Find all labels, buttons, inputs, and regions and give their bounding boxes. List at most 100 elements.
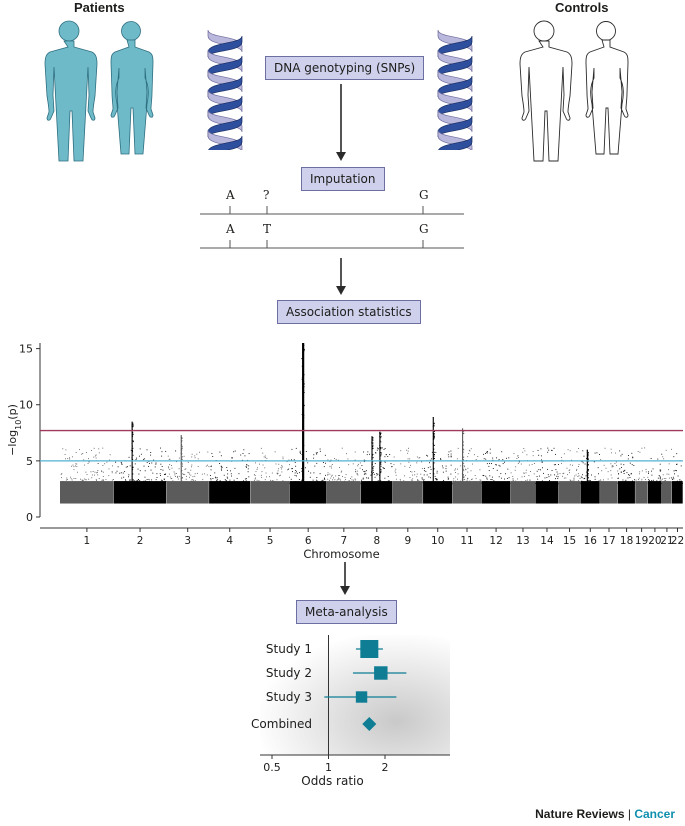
peak-marker [379,431,382,484]
chromosome-10-points [423,417,453,504]
chromosome-20-points [647,453,663,504]
chromosome-12-points [481,448,511,504]
chromosome-16-points [580,449,600,504]
chromosome-21-points [661,448,673,504]
imputation-lines [200,206,464,249]
chromosome-22-points [671,453,683,504]
x-tick-label: 3 [184,535,191,547]
seq2-allele-t: T [263,222,272,236]
chromosome-11-points [452,428,482,504]
x-tick-label: 7 [340,535,347,547]
seq1-allele-a: A [226,188,235,202]
x-tick-label: 16 [584,535,598,547]
male-figure-icon [44,20,98,162]
study-estimate-square [360,640,379,658]
arrow-down-icon [336,84,346,161]
x-tick-label: 14 [540,535,554,547]
journal-section: Cancer [634,807,675,821]
forest-x-tick-label: 0.5 [263,761,281,774]
x-tick-label: 8 [373,535,380,547]
y-tick-label: 10 [19,399,33,412]
arrow-down-icon [336,258,346,295]
peak-marker [432,417,435,484]
peak-marker [586,449,589,484]
x-tick-label: 9 [404,535,411,547]
meta-analysis-step: Meta-analysis [296,600,397,624]
journal-credit: Nature Reviews | Cancer [535,807,675,821]
combined-estimate-diamond [362,717,377,731]
x-tick-label: 13 [516,535,529,547]
seq1-allele-missing: ? [263,188,270,202]
forest-row-label: Study 2 [266,666,312,680]
x-tick-label: 4 [226,535,233,547]
peak-marker [180,435,183,484]
journal-name: Nature Reviews [535,807,625,821]
x-tick-label: 17 [602,535,615,547]
x-tick-label: 11 [460,535,473,547]
study-estimate-square [355,691,368,703]
chromosome-9-points [392,447,424,504]
chromosome-8-points [361,431,393,504]
forest-x-tick-label: 1 [325,761,332,774]
y-tick-label: 5 [26,455,33,468]
association-step: Association statistics [277,300,421,324]
peak-marker [301,343,305,484]
y-tick-label: 15 [19,343,33,356]
patients-label: Patients [74,0,125,15]
chromosome-4-points [209,449,251,504]
peak-marker [371,436,374,484]
y-tick-label: 0 [26,511,33,524]
forest-row-label: Combined [251,717,312,731]
chromosome-18-points [617,450,636,504]
x-tick-label: 10 [431,535,444,547]
female-outline-icon [585,21,629,155]
controls-figures [519,20,629,162]
x-tick-label: 12 [489,535,502,547]
chromosome-17-points [600,447,619,504]
chromosome-13-points [510,448,536,504]
forest-x-tick-label: 2 [382,761,389,774]
arrow-down-icon [340,562,350,595]
seq1-allele-g: G [419,188,429,202]
x-tick-label: 6 [305,535,312,547]
chromosome-7-points [326,447,362,504]
x-tick-label: 15 [563,535,576,547]
chromosome-5-points [250,447,291,504]
peak-marker [461,428,465,484]
chromosome-3-points [166,435,210,504]
y-axis-label: −log10(p) [6,404,23,456]
forest-row-label: Study 1 [266,642,312,656]
patients-figures [44,20,154,162]
chromosome-14-points [535,447,559,504]
chromosome-15-points [558,448,581,504]
chromosome-2-points [113,421,167,504]
x-axis-label: Chromosome [303,547,379,560]
seq2-allele-a: A [226,222,235,236]
credit-separator: | [627,807,631,821]
x-tick-label: 1 [84,535,91,547]
study-estimate-square [374,666,388,680]
x-tick-label: 21 [660,535,673,547]
x-tick-label: 5 [267,535,274,547]
controls-label: Controls [555,0,609,15]
peak-marker [131,421,134,484]
chromosome-6-points [289,343,327,504]
seq2-allele-g: G [419,222,429,236]
imputation-step: Imputation [301,167,385,191]
x-tick-label: 2 [137,535,144,547]
dna-helix-right-icon [437,30,473,150]
chromosome-19-points [635,447,649,504]
dna-helix-left-icon [207,30,243,150]
forest-x-axis-label: Odds ratio [301,774,363,785]
x-tick-label: 20 [648,535,661,547]
forest-row-label: Study 3 [266,690,312,704]
genotyping-step: DNA genotyping (SNPs) [265,56,425,80]
x-tick-label: 18 [620,535,633,547]
female-figure-icon [110,21,154,155]
male-outline-icon [519,20,573,162]
x-tick-label: 19 [635,535,648,547]
chromosome-1-points [60,447,114,504]
x-tick-label: 22 [671,535,684,547]
